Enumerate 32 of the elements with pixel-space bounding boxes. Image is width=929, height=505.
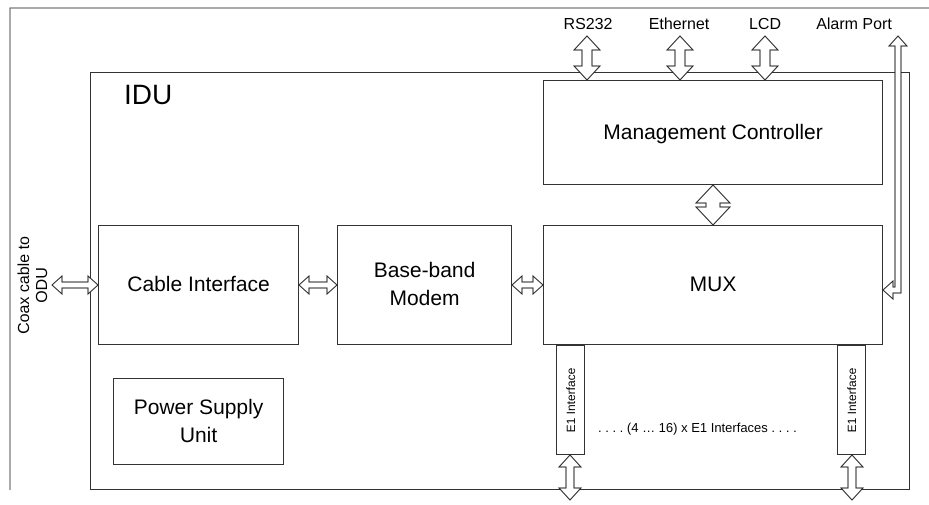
interface-box [556,345,585,455]
double-arrow [882,35,908,300]
block-box [543,225,883,345]
block-box [543,80,883,185]
interface-label: E1 Interface [564,366,576,434]
double-arrow [666,35,694,81]
block-box [98,225,299,345]
port-label: LCD [740,14,790,36]
block-label: Management Controller [603,120,823,146]
enclosure-title: IDU [124,81,172,109]
double-arrow [750,35,780,81]
interface-box [837,345,866,455]
block-box [113,378,284,465]
double-arrow [694,184,732,226]
double-arrow [51,274,99,296]
port-label: Alarm Port [797,14,911,36]
cable-label: Coax cable to ODU [16,235,52,336]
port-label: Ethernet [636,14,722,36]
block-label: MUX [690,272,736,298]
block-label: Cable Interface [127,272,270,298]
double-arrow [840,454,864,501]
double-arrow [298,274,338,296]
double-arrow [558,454,582,501]
block-label: Power Supply Unit [132,394,264,448]
interface-label: E1 Interface [846,366,858,434]
double-arrow [572,35,602,81]
note-text: . . . . (4 … 16) x E1 Interfaces . . . . [598,419,797,437]
block-box [337,225,512,345]
double-arrow [511,274,544,296]
idu-enclosure [90,72,910,490]
block-label: Base-band Modem [372,258,476,312]
port-label: RS232 [558,14,618,36]
